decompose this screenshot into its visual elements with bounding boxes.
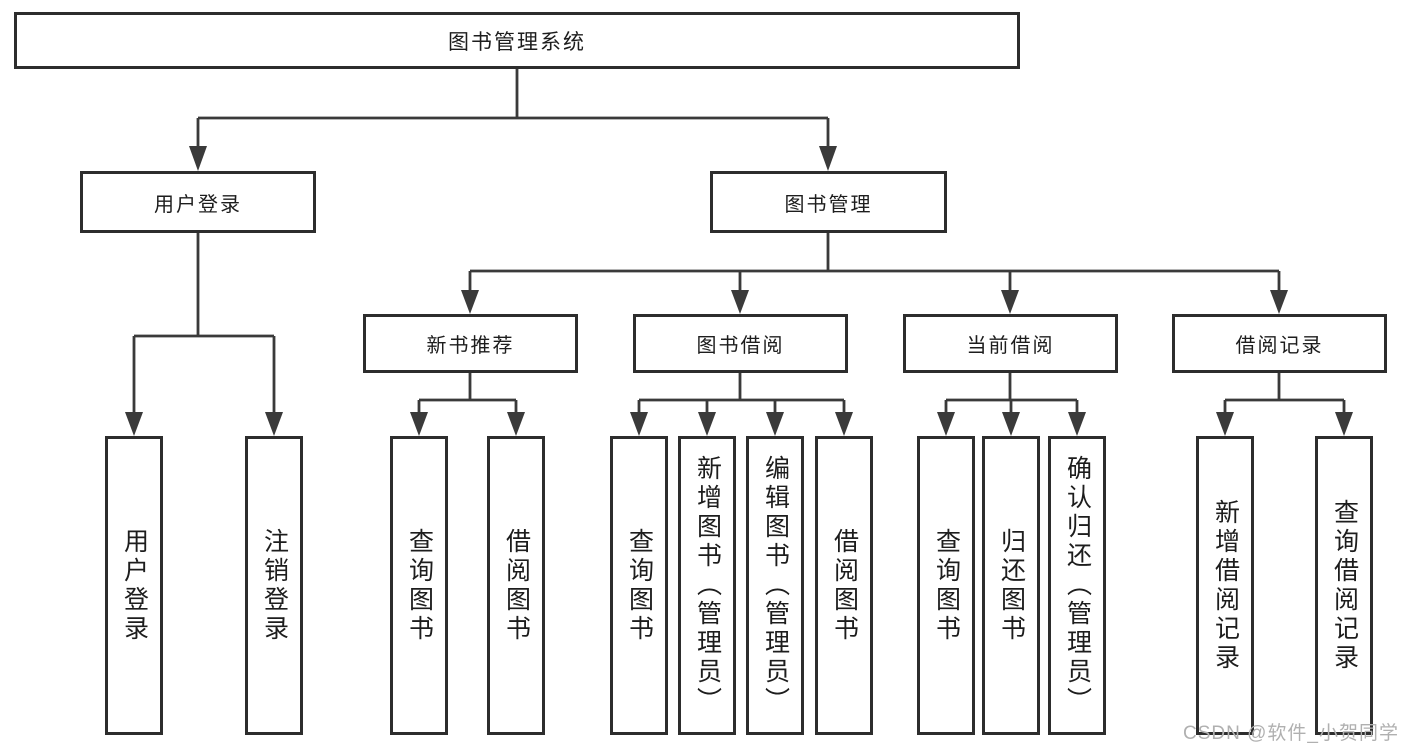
leaf-confirm-return-admin: 确认归还（管理员） <box>1048 436 1106 735</box>
node-book-borrowing: 图书借阅 <box>633 314 848 373</box>
edges-root-to-level2 <box>189 68 837 171</box>
leaf-query-books-current: 查询图书 <box>917 436 975 735</box>
leaf-query-books-borrowing: 查询图书 <box>610 436 668 735</box>
edges-new-book-recommend-to-leaves <box>410 373 525 436</box>
leaf-add-book-admin: 新增图书（管理员） <box>678 436 736 735</box>
edges-user-login-to-leaves <box>125 233 283 436</box>
node-borrowing-records: 借阅记录 <box>1172 314 1387 373</box>
leaf-borrow-books-recommend: 借阅图书 <box>487 436 545 735</box>
node-user-login: 用户登录 <box>80 171 316 233</box>
edges-book-borrowing-to-leaves <box>630 373 853 436</box>
node-current-borrowing: 当前借阅 <box>903 314 1118 373</box>
leaf-query-books-recommend: 查询图书 <box>390 436 448 735</box>
node-library-management-system: 图书管理系统 <box>14 12 1020 69</box>
csdn-watermark: CSDN @软件_小贺同学 <box>1183 723 1399 744</box>
edges-current-borrowing-to-leaves <box>937 373 1086 436</box>
leaf-borrow-books: 借阅图书 <box>815 436 873 735</box>
leaf-query-borrow-record: 查询借阅记录 <box>1315 436 1373 735</box>
leaf-logout: 注销登录 <box>245 436 303 735</box>
leaf-add-borrow-record: 新增借阅记录 <box>1196 436 1254 735</box>
leaf-return-books: 归还图书 <box>982 436 1040 735</box>
edges-borrowing-records-to-leaves <box>1216 373 1353 436</box>
leaf-edit-book-admin: 编辑图书（管理员） <box>746 436 804 735</box>
node-book-management: 图书管理 <box>710 171 947 233</box>
node-new-book-recommend: 新书推荐 <box>363 314 578 373</box>
edges-book-management-to-level3 <box>461 233 1288 314</box>
leaf-user-login: 用户登录 <box>105 436 163 735</box>
